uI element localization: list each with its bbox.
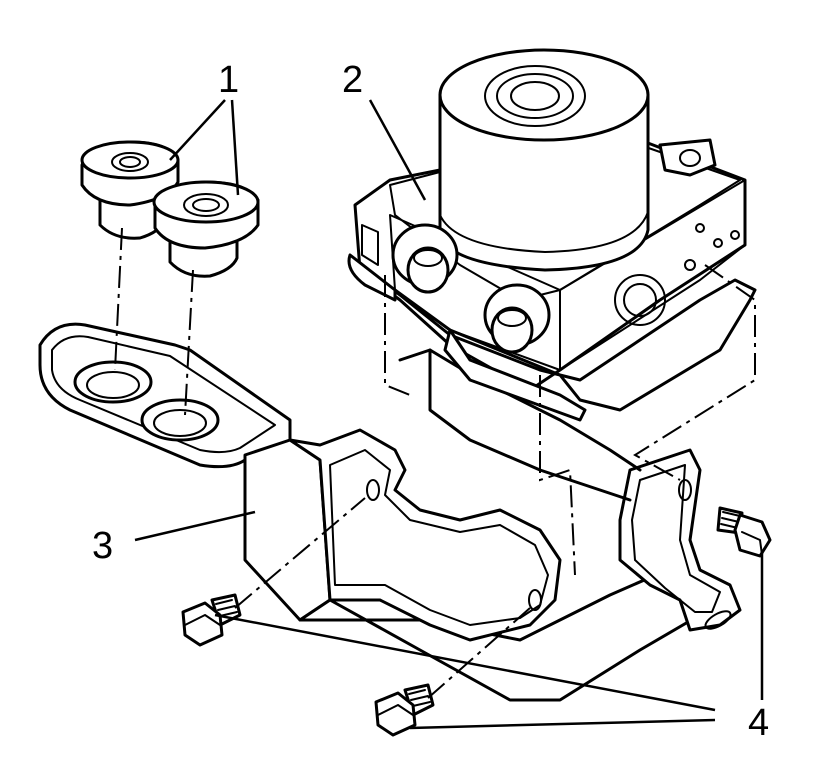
assembly-guide-lines [114, 227, 756, 699]
rubber-insulator-left [80, 140, 180, 240]
mounting-bracket [38, 322, 742, 702]
callout-3: 3 [92, 525, 113, 567]
bolt-upper-left [181, 593, 242, 647]
callout-2: 2 [342, 59, 363, 101]
abs-modulator-module [347, 48, 757, 422]
callout-1: 1 [218, 59, 239, 101]
bolt-lower-center [374, 683, 435, 737]
rubber-insulator-right [152, 180, 260, 278]
callout-leaders [134, 99, 764, 730]
bolt-right [716, 506, 772, 558]
callout-4: 4 [748, 702, 769, 744]
